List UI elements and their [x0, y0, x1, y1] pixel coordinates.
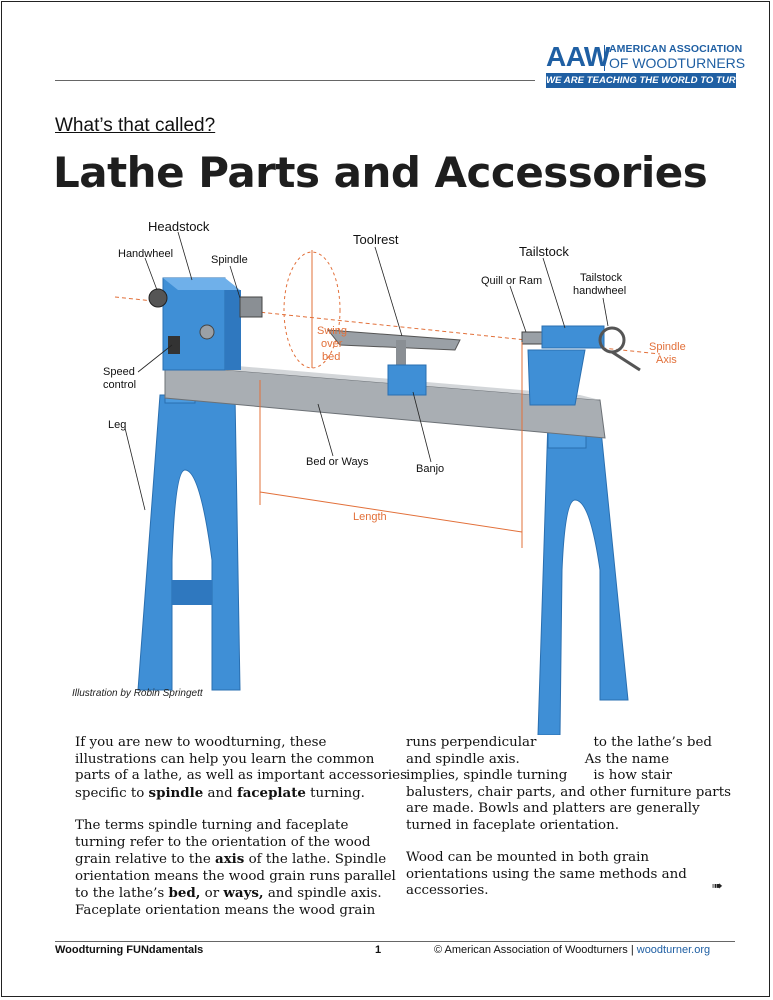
logo-line-2: OF WOODTURNERS	[609, 55, 746, 71]
leader-lines	[124, 231, 609, 511]
label-headstock: Headstock	[148, 219, 210, 234]
website-link[interactable]: woodturner.org	[636, 944, 711, 956]
label-tailstock-handwheel-1: Tailstock	[580, 272, 623, 284]
logo-tagline: WE ARE TEACHING THE WORLD TO TURN.	[546, 73, 746, 88]
label-swing-1: Swing	[317, 325, 347, 337]
length-dim-line	[259, 491, 523, 533]
toolrest-bar	[326, 329, 461, 351]
label-speed-control-2: control	[103, 379, 136, 391]
label-tailstock-handwheel-2: handwheel	[573, 285, 626, 297]
mounting-paragraph: Wood can be mounted in both grain orient…	[406, 850, 687, 898]
label-toolrest: Toolrest	[353, 232, 399, 247]
label-swing-2: over	[321, 338, 343, 350]
page-number: 1	[375, 944, 382, 956]
label-banjo: Banjo	[416, 463, 444, 475]
tailstock-handle	[611, 350, 641, 372]
term-spindle: spindle	[148, 784, 204, 801]
logo-acronym: AAW	[546, 41, 610, 72]
lathe-illustration: Headstock Handwheel Spindle Toolrest Tai…	[103, 219, 686, 735]
tailstock-barrel	[541, 325, 605, 349]
footer-series: Woodturning FUNdamentals	[55, 944, 204, 956]
body-column-left: If you are new to woodturning, these ill…	[75, 735, 407, 935]
headstock-top	[163, 278, 240, 290]
label-spindle-axis-2: Axis	[656, 354, 677, 366]
lathe-bed	[164, 364, 606, 439]
next-page-icon[interactable]: ➠	[712, 879, 723, 894]
headstock-body	[162, 277, 226, 371]
label-quill: Quill or Ram	[481, 275, 542, 287]
term-ways: ways,	[223, 885, 264, 901]
label-spindle: Spindle	[211, 254, 248, 266]
label-speed-control-1: Speed	[103, 366, 135, 378]
lathe-bed-top	[165, 362, 600, 400]
logo-line-1: AMERICAN ASSOCIATION	[609, 43, 743, 55]
label-bed: Bed or Ways	[306, 456, 369, 468]
intro-paragraph: If you are new to woodturning, these ill…	[75, 735, 407, 801]
label-leg: Leg	[108, 419, 126, 431]
terms-paragraph: The terms spindle turning and faceplate …	[75, 818, 396, 918]
headstock-knob	[199, 324, 215, 340]
label-swing-3: bed	[322, 351, 340, 363]
page-kicker: What’s that called?	[55, 115, 216, 136]
logo-separator	[604, 45, 605, 71]
label-handwheel: Handwheel	[118, 248, 173, 260]
quill	[521, 331, 545, 345]
illustration-credit: Illustration by Robin Springett	[72, 688, 203, 699]
handwheel	[148, 288, 168, 308]
left-leg	[137, 394, 241, 691]
footer-copyright: © American Association of Woodturners | …	[434, 944, 711, 956]
header-rule	[55, 80, 535, 81]
footer-rule	[55, 941, 735, 942]
headstock-side	[225, 290, 241, 370]
left-leg-brace	[172, 580, 212, 605]
term-faceplate: faceplate	[236, 784, 306, 801]
tailstock-base	[527, 349, 586, 406]
spindle-shaft	[239, 296, 263, 318]
right-leg	[537, 419, 629, 735]
label-tailstock: Tailstock	[519, 244, 569, 259]
speed-control	[168, 336, 180, 354]
swing-ellipse	[283, 251, 341, 369]
term-axis: axis	[215, 851, 245, 867]
page-title: Lathe Parts and Accessories	[53, 148, 708, 197]
toolrest-post	[396, 340, 406, 370]
aaw-logo[interactable]: AAW AMERICAN ASSOCIATION OF WOODTURNERS …	[546, 41, 746, 90]
label-length: Length	[353, 511, 387, 523]
term-bed: bed,	[168, 885, 201, 901]
label-spindle-axis-1: Spindle	[649, 341, 686, 353]
banjo-body	[387, 364, 427, 396]
